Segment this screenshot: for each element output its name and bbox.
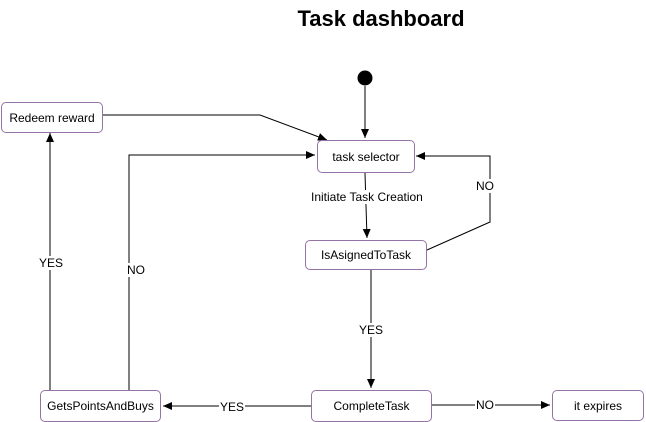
node-it-expires[interactable]: it expires xyxy=(552,390,644,421)
label-complete-yes: YES xyxy=(219,400,246,414)
edge-task-selector-to-is-assigned xyxy=(362,172,371,239)
label-redeem-yes: YES xyxy=(38,256,65,270)
label-initiate-task-creation: Initiate Task Creation xyxy=(310,190,424,204)
node-complete-task[interactable]: CompleteTask xyxy=(311,390,432,422)
label-complete-no: NO xyxy=(475,398,495,412)
edge-gets-points-no-to-task-selector xyxy=(128,151,315,390)
start-node xyxy=(357,70,373,86)
node-redeem-reward[interactable]: Redeem reward xyxy=(1,102,103,133)
label-assigned-yes: YES xyxy=(358,323,385,337)
label-buys-no: NO xyxy=(126,263,146,277)
diagram-title: Task dashboard xyxy=(297,6,465,31)
label-assigned-no: NO xyxy=(475,179,495,193)
node-is-assigned-to-task[interactable]: IsAsignedToTask xyxy=(305,240,427,270)
edge-is-assigned-no-loop xyxy=(416,152,491,251)
node-task-selector[interactable]: task selector xyxy=(317,140,415,173)
node-gets-points-and-buys[interactable]: GetsPointsAndBuys xyxy=(40,390,161,422)
edge-redeem-to-task-selector xyxy=(103,114,328,141)
